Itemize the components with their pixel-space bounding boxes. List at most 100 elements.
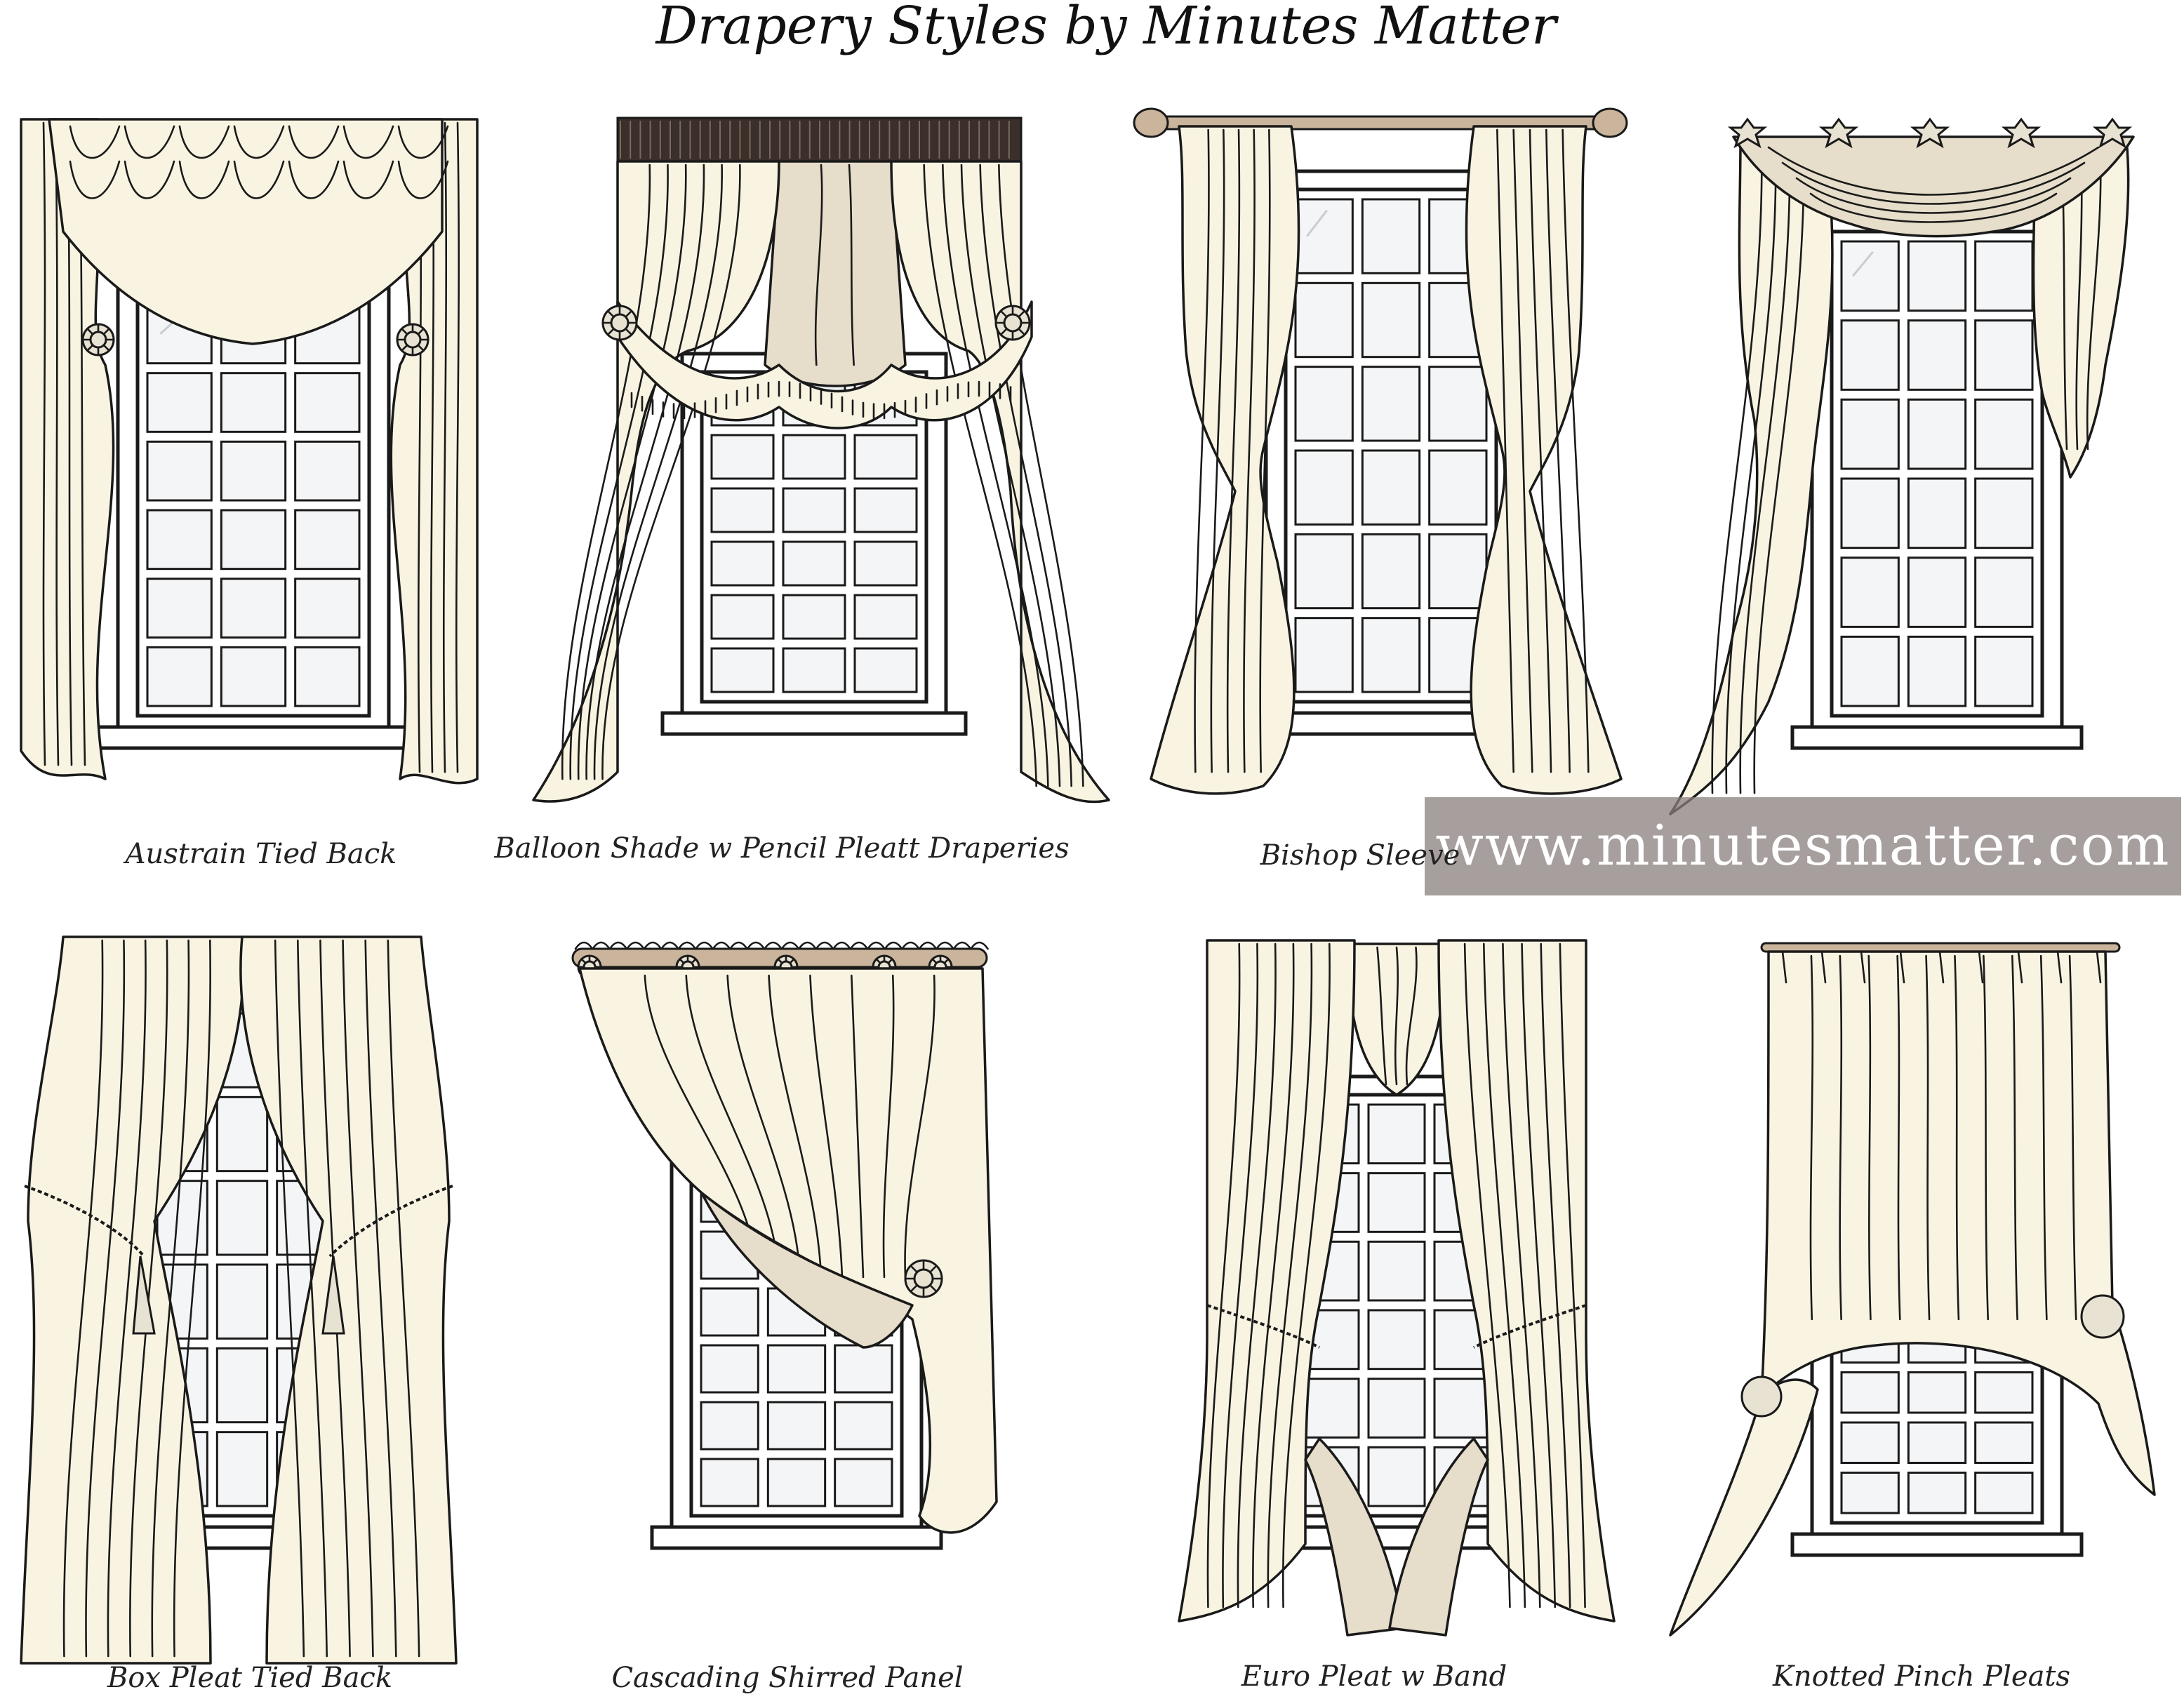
curtain-fold [1562, 128, 1590, 773]
curtain-fold [1896, 954, 1901, 1321]
window-pane [1294, 533, 1354, 610]
curtain-fold [1394, 946, 1399, 1086]
shirred-gather [592, 941, 611, 950]
pinch-pleat [1781, 950, 1787, 984]
window-pane [1367, 1309, 1426, 1371]
window-pane [1294, 281, 1354, 359]
rosette-petal [417, 328, 425, 335]
window-pane [1840, 1371, 1900, 1414]
curtain-fold [1529, 128, 1552, 773]
curtain-fold [2011, 954, 2018, 1321]
watermark: www.minutesmatter.com [1425, 797, 2181, 895]
window-pane [1907, 1472, 1967, 1514]
window-pane [146, 578, 213, 639]
window-glint [1852, 251, 1874, 277]
right-box-pleat-panel [239, 935, 458, 1665]
austrian-scallop [124, 125, 175, 159]
curtain-fold [1725, 142, 1777, 794]
window-pane [834, 1344, 893, 1394]
window-pane [1361, 198, 1421, 274]
curtain-fold [1559, 942, 1586, 1608]
rod-finial-right [1592, 107, 1628, 138]
curtain-fold [1267, 942, 1313, 1608]
window-pane [1294, 366, 1354, 442]
window-pane [1367, 1172, 1426, 1233]
window-pane [766, 1401, 827, 1451]
window-pane [294, 578, 361, 639]
curtain-fold [1925, 954, 1931, 1321]
caption-knotted-pinch-pleats: Knotted Pinch Pleats [1772, 1660, 2070, 1693]
window-pane [1907, 398, 1967, 470]
rosette-petal [625, 328, 633, 336]
rosette-petal [580, 958, 587, 964]
curtain-fold [1839, 954, 1843, 1321]
rosette-petal [928, 1284, 938, 1293]
curtain-fold [979, 164, 1072, 787]
window [96, 274, 411, 750]
rosette-petal [86, 344, 94, 352]
window-pane [1361, 617, 1421, 693]
window-pane [853, 434, 918, 480]
shirred-gather [918, 941, 938, 950]
pinch-pleat [2056, 950, 2063, 984]
window-pane [1907, 240, 1967, 312]
window-sash [700, 370, 928, 704]
center-swag [1732, 135, 2135, 238]
window-pane [294, 646, 361, 707]
star-holdback [1818, 117, 1859, 149]
curtain-fold [107, 939, 147, 1658]
curtain-fold [726, 974, 801, 1279]
rosette-petal [417, 344, 425, 352]
rosette-petal [789, 958, 795, 964]
curtain-fold [1243, 128, 1256, 773]
right-rope-tieback [328, 1185, 453, 1258]
shirred-gather [935, 941, 954, 950]
curtain-fold [364, 939, 397, 1658]
window-glint [1306, 209, 1328, 237]
curtain-fold [342, 939, 374, 1658]
window-pane [1428, 366, 1488, 442]
curtain-fold [1711, 142, 1763, 794]
curtain-fold [601, 164, 741, 780]
left-rope-tieback [24, 1185, 145, 1258]
shirred-gather [901, 941, 920, 950]
curtain-fold [85, 939, 126, 1658]
rosette-petal [625, 309, 633, 318]
rod-finial-left [1133, 107, 1169, 138]
curtain-fold [296, 939, 328, 1658]
window-pane [1428, 533, 1488, 610]
curtain-fold [561, 164, 651, 780]
window-pane [782, 540, 846, 587]
window-pane [294, 372, 361, 433]
left-box-pleat-panel [20, 935, 245, 1665]
window-pane [1361, 366, 1421, 442]
right-tieback [1473, 1304, 1587, 1349]
style-knotted-pinch-pleats [1669, 942, 2156, 1637]
window-sill [96, 725, 411, 750]
shirred-gather [764, 941, 783, 950]
star-holdback [2092, 117, 2133, 149]
rosette-petal [102, 344, 110, 352]
window-pane [782, 594, 846, 640]
curtain-fold [923, 164, 1037, 787]
window-pane [215, 1180, 269, 1256]
curtain-fold [577, 164, 687, 780]
right-bishop-sleeve [2032, 139, 2130, 479]
window-pane [766, 1344, 827, 1394]
left-tieback-rosette [81, 323, 115, 357]
balloon-shade [764, 160, 907, 387]
curtain-fold [998, 164, 1084, 787]
swag-fold [1767, 146, 2100, 196]
curtain-fold [851, 974, 865, 1279]
rosette-petal [777, 958, 783, 964]
window-sill [650, 1525, 943, 1550]
caption-cascading-shirred-panel: Cascading Shirred Panel [611, 1662, 963, 1694]
curtain-fold [1753, 142, 1805, 794]
window-pane [1974, 1371, 2034, 1414]
austrian-scallop [178, 125, 230, 159]
austrian-scallop [178, 160, 230, 199]
rosette-petal [606, 328, 615, 336]
window-pane [294, 440, 361, 502]
curtain-fold [2068, 954, 2077, 1321]
window-pane [1361, 281, 1421, 359]
